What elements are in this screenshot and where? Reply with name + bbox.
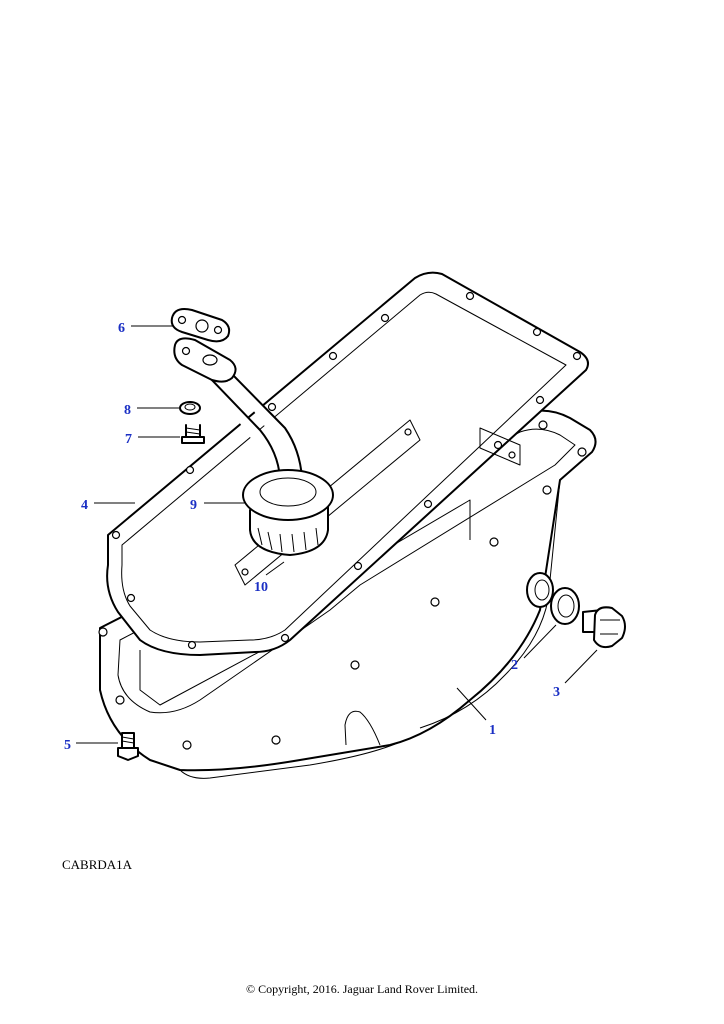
callout-9: 9 bbox=[190, 498, 197, 513]
callout-8: 8 bbox=[124, 403, 131, 418]
callout-3: 3 bbox=[553, 685, 560, 700]
pan-bolt bbox=[117, 732, 139, 761]
pan-bolt-holes bbox=[98, 420, 587, 750]
callout-1: 1 bbox=[489, 723, 496, 738]
copyright-notice: © Copyright, 2016. Jaguar Land Rover Lim… bbox=[245, 982, 479, 996]
callout-5: 5 bbox=[64, 738, 71, 753]
callout-10: 10 bbox=[254, 580, 268, 595]
drain-plug bbox=[582, 606, 626, 649]
pickup-bolt bbox=[181, 424, 205, 444]
baffle-plate bbox=[234, 419, 521, 586]
callouts: 1 2 3 4 5 6 7 8 9 10 bbox=[64, 321, 560, 753]
callout-6: 6 bbox=[118, 321, 125, 336]
drain-boss bbox=[526, 572, 554, 608]
callout-2: 2 bbox=[511, 658, 518, 673]
callout-7: 7 bbox=[125, 432, 132, 447]
oil-pickup-pipe bbox=[173, 337, 334, 556]
gasket-bolt-holes bbox=[111, 291, 582, 650]
sump-gasket bbox=[106, 271, 589, 656]
oil-strainer bbox=[242, 469, 334, 556]
callout-4: 4 bbox=[81, 498, 88, 513]
sealing-washer bbox=[179, 401, 201, 415]
pickup-gasket bbox=[170, 308, 231, 343]
leader-lines bbox=[76, 325, 598, 744]
diagram-code: CABRDA1A bbox=[62, 857, 133, 872]
oil-pan bbox=[98, 409, 597, 779]
drain-plug-washer bbox=[550, 587, 580, 625]
